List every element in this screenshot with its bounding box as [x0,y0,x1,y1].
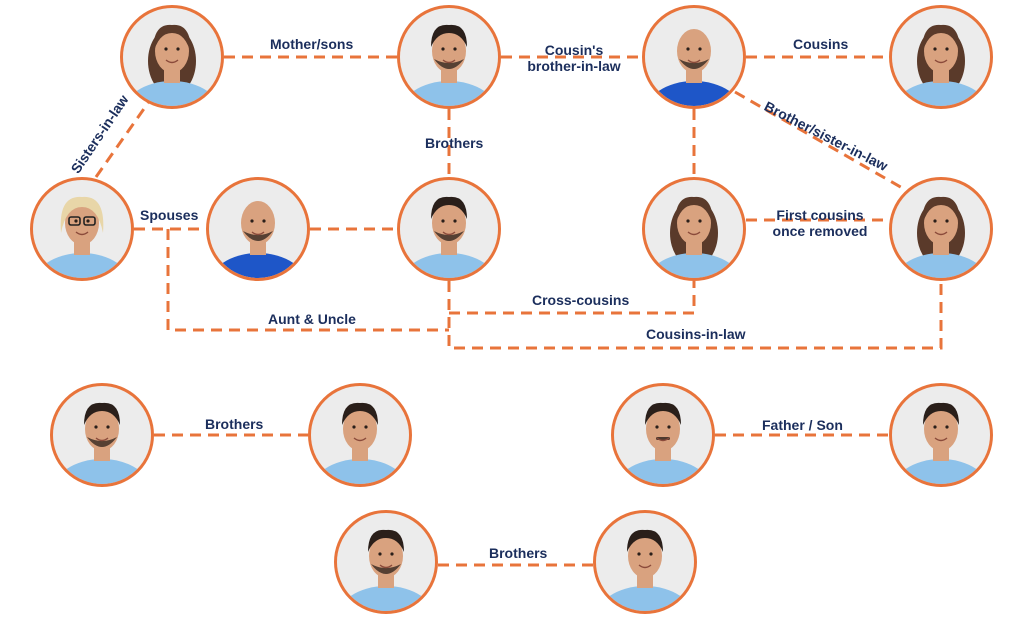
portrait-man-9 [334,510,438,614]
portrait-ring [642,177,746,281]
label-first-cousins-line2: once removed [772,223,868,239]
portraits [30,5,993,614]
label-first-cousins-line1: First cousins [776,207,864,223]
connector-line [447,281,943,350]
connectors [94,55,943,567]
label-cousins-in-law: Cousins-in-law [646,326,746,342]
shirt-shape [645,253,743,278]
shirt-shape [645,81,743,106]
face-shape [924,201,958,245]
portrait-man-3-bald [206,177,310,281]
portrait-woman-4 [642,177,746,281]
portrait-man-4 [397,177,501,281]
portrait-man-10 [593,510,697,614]
portrait-man-5 [50,383,154,487]
label-brothers-bottom: Brothers [489,545,548,561]
label-spouses: Spouses [140,207,199,223]
face-shape [65,201,99,245]
portrait-ring [593,510,697,614]
shirt-shape [400,81,498,106]
portrait-woman-5 [889,177,993,281]
portrait-woman-2 [889,5,993,109]
portrait-woman-1 [120,5,224,109]
portrait-ring [397,5,501,109]
portrait-ring [30,177,134,281]
shirt-shape [400,253,498,278]
face-shape [646,407,680,451]
shirt-shape [337,586,435,611]
face-shape [677,201,711,245]
portrait-ring [889,5,993,109]
face-shape [343,407,377,451]
label-cousins-brother-in-law-line1: Cousin's [544,42,604,58]
portrait-man-2-bald [642,5,746,109]
portrait-ring [642,5,746,109]
shirt-shape [614,459,712,484]
shirt-shape [892,459,990,484]
label-brothers-bottom-left: Brothers [205,416,264,432]
connector-line [734,90,905,191]
shirt-shape [53,459,151,484]
portrait-man-7 [611,383,715,487]
shirt-shape [123,81,221,106]
label-cousins-brother-in-law: Cousin's brother-in-law [520,42,628,74]
label-brothers-top: Brothers [425,135,484,151]
portrait-ring [50,383,154,487]
connector-line [166,229,449,332]
label-aunt-uncle: Aunt & Uncle [268,311,356,327]
portrait-ring [889,177,993,281]
face-shape [155,29,189,73]
portrait-ring [889,383,993,487]
portrait-ring [334,510,438,614]
label-mother-sons: Mother/sons [270,36,354,52]
label-cross-cousins: Cross-cousins [532,292,630,308]
portrait-woman-3-blonde-glasses [30,177,134,281]
shirt-shape [209,253,307,278]
portrait-ring [120,5,224,109]
portrait-man-6 [308,383,412,487]
label-first-cousins-once-removed: First cousins once removed [762,207,878,239]
portrait-ring [611,383,715,487]
portrait-man-8-hoodie [889,383,993,487]
shirt-shape [596,586,694,611]
label-cousins-brother-in-law-line2: brother-in-law [527,58,621,74]
portrait-man-1 [397,5,501,109]
shirt-shape [33,253,131,278]
portrait-ring [308,383,412,487]
portrait-ring [206,177,310,281]
shirt-shape [892,81,990,106]
face-shape [924,29,958,73]
portrait-ring [397,177,501,281]
label-cousins: Cousins [793,36,849,52]
connector-line [94,102,150,178]
label-father-son: Father / Son [762,417,843,433]
face-shape [924,407,958,451]
shirt-shape [892,253,990,278]
face-shape [628,534,662,578]
connector-line [449,281,696,315]
shirt-shape [311,459,409,484]
